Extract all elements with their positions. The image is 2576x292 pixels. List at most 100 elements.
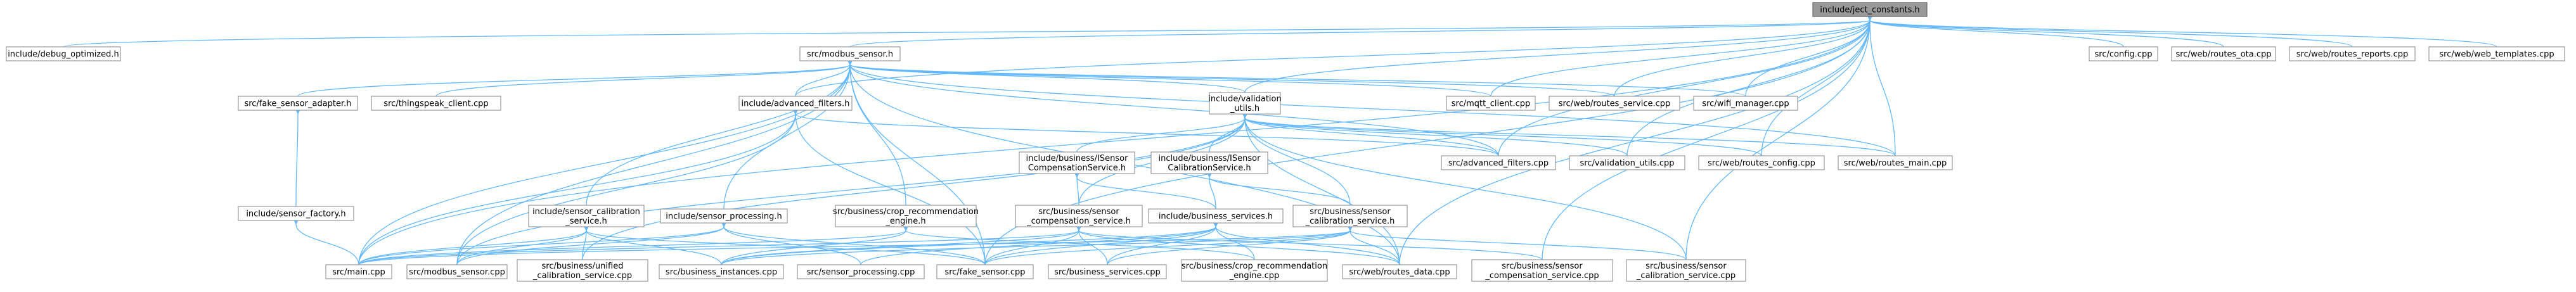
edge-sensor_proc_h-to-modbus_cpp <box>456 221 727 265</box>
node-main[interactable]: src/main.cpp <box>325 264 392 279</box>
node-validation-utils-h[interactable]: include/validation_utils.h <box>1208 92 1282 115</box>
edge-modbus_sensor_h-to-thingspeak <box>435 59 853 97</box>
node-label: include/business/ISensor <box>1159 154 1261 163</box>
node-label: _compensation_service.cpp <box>1484 271 1599 281</box>
node-box <box>1048 264 1167 279</box>
node-business-services-cpp[interactable]: src/business_services.cpp <box>1048 264 1167 279</box>
node-label: _service.h <box>565 217 607 226</box>
node-routes-config[interactable]: src/web/routes_config.cpp <box>1698 155 1825 170</box>
edge-sensor_proc_h-to-main <box>358 221 727 265</box>
node-mqtt[interactable]: src/mqtt_client.cpp <box>1446 96 1536 111</box>
node-box <box>1446 96 1536 111</box>
node-label: src/business/sensor <box>1310 207 1391 217</box>
edge-sensor_cal_h-to-modbus_cpp <box>456 225 589 265</box>
edge-ject-to-routes_main <box>1867 15 1896 156</box>
node-box <box>517 259 648 282</box>
edge-modbus_sensor_h-to-modbus_cpp <box>456 59 853 265</box>
edge-ject-to-routes_data <box>1399 15 1873 265</box>
node-box <box>528 205 645 227</box>
edge-adv_filters_h-to-adv_filters_cpp <box>792 108 1499 156</box>
edge-business_services_h-to-crop_reco_cpp <box>1213 221 1255 260</box>
node-fake-adapter[interactable]: src/fake_sensor_adapter.h <box>238 96 358 111</box>
node-label: src/thingspeak_client.cpp <box>383 99 488 109</box>
edge-ject-to-adv_filters_cpp <box>1498 15 1873 156</box>
edge-sensor_comp_h-to-business_instances <box>721 225 1082 265</box>
node-box <box>738 96 853 111</box>
node-thingspeak[interactable]: src/thingspeak_client.cpp <box>371 96 501 111</box>
edge-sensor_cal_h-to-business_instances <box>583 225 722 265</box>
node-routes-data[interactable]: src/web/routes_data.cpp <box>1342 264 1457 279</box>
node-box <box>371 96 501 111</box>
edge-ject-to-routes_reports <box>1867 15 2353 48</box>
edge-itsensor_comp-to-sensor_comp_h <box>1074 172 1080 206</box>
node-business-instances[interactable]: src/business_instances.cpp <box>659 264 784 279</box>
node-routes-reports[interactable]: src/web/routes_reports.cpp <box>2289 46 2416 61</box>
node-config[interactable]: src/config.cpp <box>2089 46 2158 61</box>
node-crop-reco-cpp[interactable]: src/business/crop_recommendation_engine.… <box>1181 259 1328 282</box>
node-fake-sensor-cpp[interactable]: src/fake_sensor.cpp <box>936 264 1034 279</box>
node-business-services-h[interactable]: include/business_services.h <box>1148 208 1284 224</box>
edge-sensor_comp_h-to-routes_data <box>1076 225 1400 265</box>
node-sensor-comp-cpp[interactable]: src/business/sensor_compensation_service… <box>1471 259 1613 282</box>
edge-sensor_cal_service_h-to-fake_sensor_cpp <box>984 225 1353 265</box>
edge-validation_utils_h-to-unified_cal <box>582 112 1248 260</box>
node-label: src/modbus_sensor.cpp <box>409 268 505 277</box>
node-box <box>1148 208 1284 224</box>
node-modbus-cpp[interactable]: src/modbus_sensor.cpp <box>406 264 508 279</box>
node-sensor-cal-h[interactable]: include/sensor_calibration_service.h <box>528 205 645 227</box>
edge-modbus_sensor_h-to-crop_reco_h <box>847 59 906 206</box>
node-label: src/web/routes_config.cpp <box>1708 159 1815 168</box>
graph-edges <box>63 15 2497 265</box>
node-sensor-comp-h[interactable]: src/business/sensor_compensation_service… <box>1015 205 1143 227</box>
node-box <box>1292 205 1408 227</box>
node-validation-cpp[interactable]: src/validation_utils.cpp <box>1569 155 1685 170</box>
node-label: src/business_services.cpp <box>1054 268 1161 277</box>
edge-sensor_cal_service_h-to-sensor_cal_cpp <box>1347 225 1687 260</box>
node-routes-ota[interactable]: src/web/routes_ota.cpp <box>2171 46 2276 61</box>
node-label: src/modbus_sensor.h <box>807 50 893 60</box>
node-label: include/sensor_calibration <box>532 207 640 217</box>
node-sensor-cal-service-h[interactable]: src/business/sensor_calibration_service.… <box>1292 205 1408 227</box>
node-label: src/fake_sensor.cpp <box>944 268 1025 277</box>
node-itsensor-comp[interactable]: include/business/ISensorCompensationServ… <box>1019 151 1135 174</box>
node-sensor-proc-h[interactable]: include/sensor_processing.h <box>660 208 788 224</box>
node-label: _compensation_service.h <box>1026 217 1131 226</box>
node-sensor-factory[interactable]: include/sensor_factory.h <box>238 206 354 221</box>
node-sensor-proc-cpp[interactable]: src/sensor_processing.cpp <box>797 264 925 279</box>
edge-sensor_cal_service_h-to-main <box>358 225 1354 265</box>
node-box <box>1441 155 1556 170</box>
node-unified-cal[interactable]: src/business/unified_calibration_service… <box>517 259 648 282</box>
node-label: src/web/web_templates.cpp <box>2439 50 2554 60</box>
edge-validation_utils_h-to-adv_filters_cpp <box>1242 112 1499 156</box>
edge-modbus_sensor_h-to-adv_filters_h <box>795 59 853 97</box>
node-itsensor-cal[interactable]: include/business/ISensorCalibrationServi… <box>1150 151 1268 174</box>
node-web-templates[interactable]: src/web/web_templates.cpp <box>2428 46 2565 61</box>
edge-adv_filters_h-to-fake_sensor_cpp <box>792 108 986 265</box>
node-box <box>1342 264 1457 279</box>
node-debug[interactable]: include/debug_optimized.h <box>6 46 121 61</box>
node-label: src/web/routes_reports.cpp <box>2296 50 2409 60</box>
node-crop-reco-h[interactable]: src/business/crop_recommendation_engine.… <box>833 205 979 227</box>
node-box <box>406 264 508 279</box>
edge-modbus_sensor_h-to-wifi <box>846 59 1746 97</box>
edge-ject-to-sensor_cal_cpp <box>1685 15 1873 260</box>
node-adv-filters-cpp[interactable]: src/advanced_filters.cpp <box>1441 155 1556 170</box>
node-ject[interactable]: include/ject_constants.h <box>1812 2 1928 17</box>
node-label: src/main.cpp <box>332 268 385 277</box>
node-wifi[interactable]: src/wifi_manager.cpp <box>1693 96 1798 111</box>
node-box <box>2289 46 2416 61</box>
node-box <box>1812 2 1928 17</box>
node-box <box>1693 96 1798 111</box>
node-sensor-cal-cpp[interactable]: src/business/sensor_calibration_service.… <box>1626 259 1746 282</box>
node-label: CalibrationService.h <box>1168 163 1251 173</box>
node-label: _calibration_service.cpp <box>1636 271 1736 281</box>
node-routes-service[interactable]: src/web/routes_service.cpp <box>1549 96 1680 111</box>
node-routes-main[interactable]: src/web/routes_main.cpp <box>1838 155 1953 170</box>
edge-sensor_proc_h-to-fake_sensor_cpp <box>721 221 986 265</box>
node-modbus-sensor-h[interactable]: src/modbus_sensor.h <box>799 46 901 61</box>
node-box <box>797 264 925 279</box>
node-adv-filters-h[interactable]: include/advanced_filters.h <box>738 96 853 111</box>
edge-adv_filters_h-to-main <box>358 108 799 265</box>
node-box <box>1181 259 1328 282</box>
edge-crop_reco_h-to-main <box>358 225 909 265</box>
